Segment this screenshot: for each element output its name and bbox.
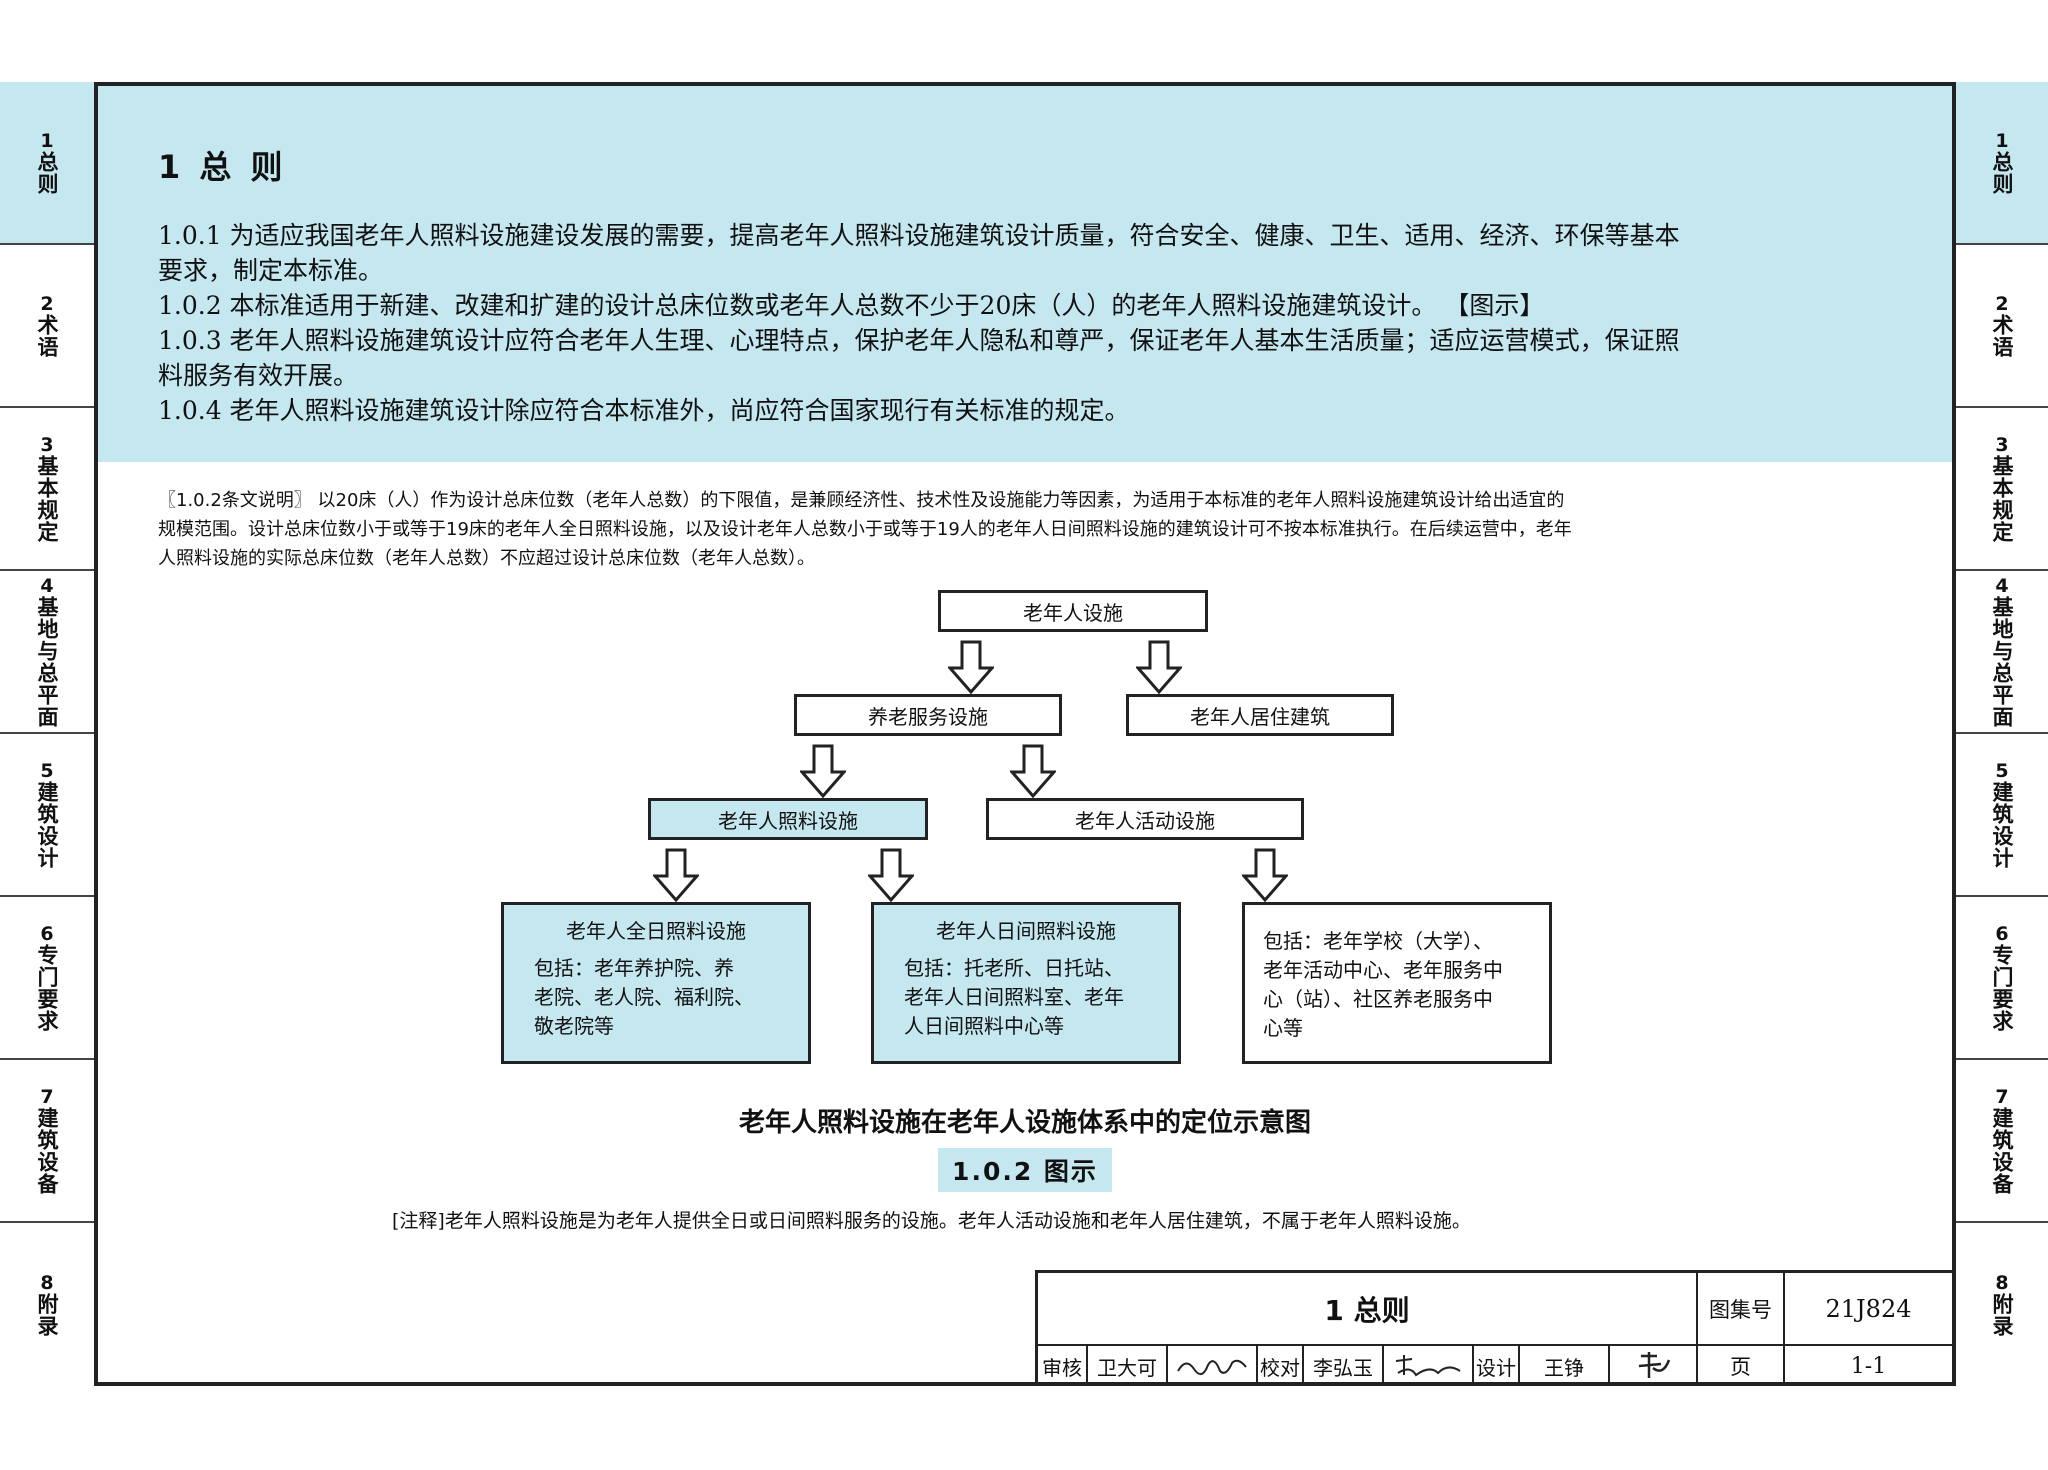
drawing-title: 1 总则	[1324, 1293, 1410, 1327]
arrow-down-icon	[653, 848, 699, 902]
node-elderly-care-facilities: 老年人照料设施	[648, 798, 928, 840]
title-block: 1 总则 图集号 21J824 审核 卫大可 校对 李弘玉 设计 王铮 页 1-…	[1035, 1270, 1952, 1386]
clause-1-0-4: 1.0.4 老年人照料设施建筑设计除应符合本标准外，尚应符合国家现行有关标准的规…	[158, 396, 1130, 425]
atlas-number: 21J824	[1825, 1294, 1912, 1323]
checker-signature	[1384, 1346, 1472, 1386]
review-label: 审核	[1042, 1355, 1082, 1380]
node-activity-examples: 包括：老年学校（大学）、 老年活动中心、老年服务中 心（站）、社区养老服务中 心…	[1242, 902, 1552, 1064]
figure-note: [注释]老年人照料设施是为老年人提供全日或日间照料服务的设施。老年人活动设施和老…	[392, 1210, 1471, 1232]
figure-title: 老年人照料设施在老年人设施体系中的定位示意图	[738, 1108, 1311, 1138]
checker-name: 李弘玉	[1313, 1355, 1373, 1380]
arrow-down-icon	[1136, 640, 1182, 694]
arrow-down-icon	[868, 848, 914, 902]
page-frame: 1 总 则 1.0.1 为适应我国老年人照料设施建设发展的需要，提高老年人照料设…	[94, 82, 1956, 1386]
check-label: 校对	[1260, 1355, 1300, 1380]
clauses-panel: 1 总 则 1.0.1 为适应我国老年人照料设施建设发展的需要，提高老年人照料设…	[98, 86, 1952, 462]
node-elderly-facilities: 老年人设施	[938, 590, 1208, 632]
node-elderly-activity-facilities: 老年人活动设施	[986, 798, 1304, 840]
atlas-number-label: 图集号	[1709, 1297, 1772, 1322]
clause-explanation: 〖1.0.2条文说明〗 以20床（人）作为设计总床位数（老年人总数）的下限值，是…	[158, 490, 1572, 569]
design-label: 设计	[1476, 1355, 1516, 1380]
page-number: 1-1	[1850, 1353, 1887, 1379]
clause-1-0-3: 1.0.3 老年人照料设施建筑设计应符合老年人生理、心理特点，保护老年人隐私和尊…	[158, 326, 1680, 390]
node-elderly-residential-buildings: 老年人居住建筑	[1126, 694, 1394, 736]
designer-name: 王铮	[1544, 1355, 1584, 1380]
arrow-down-icon	[1242, 848, 1288, 902]
reviewer-signature	[1168, 1346, 1256, 1386]
node-day-care: 老年人日间照料设施 包括：托老所、日托站、 老年人日间照料室、老年 人日间照料中…	[871, 902, 1181, 1064]
arrow-down-icon	[948, 640, 994, 694]
reviewer-name: 卫大可	[1097, 1355, 1157, 1380]
page-label: 页	[1730, 1355, 1751, 1379]
section-title: 1 总 则	[158, 148, 287, 186]
node-full-day-care: 老年人全日照料设施 包括：老年养护院、养 老院、老人院、福利院、 敬老院等	[501, 902, 811, 1064]
arrow-down-icon	[1010, 744, 1056, 798]
figure-label: 1.0.2 图示	[938, 1148, 1112, 1192]
node-elderly-service-facilities: 养老服务设施	[794, 694, 1062, 736]
designer-signature	[1610, 1346, 1696, 1386]
arrow-down-icon	[800, 744, 846, 798]
clause-1-0-2: 1.0.2 本标准适用于新建、改建和扩建的设计总床位数或老年人总数不少于20床（…	[158, 291, 1545, 320]
clause-1-0-1: 1.0.1 为适应我国老年人照料设施建设发展的需要，提高老年人照料设施建筑设计质…	[158, 221, 1680, 285]
